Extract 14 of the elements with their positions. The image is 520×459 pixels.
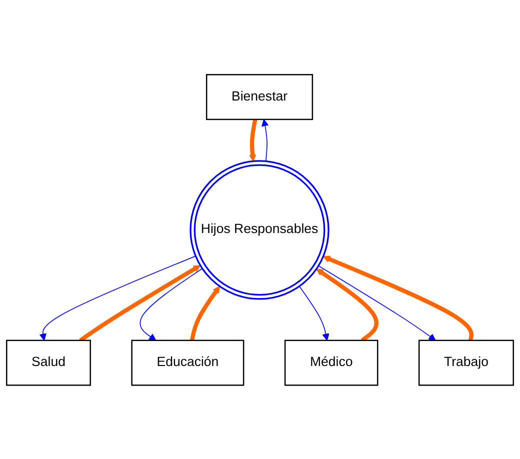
arrow xyxy=(190,286,220,340)
node-box: Médico xyxy=(284,339,378,386)
node-box: Salud xyxy=(6,339,91,386)
arrow xyxy=(298,285,330,340)
node-circle: Hijos Responsables xyxy=(190,160,330,300)
arrow xyxy=(248,118,258,162)
arrow xyxy=(262,118,269,162)
arrow xyxy=(318,264,436,340)
node-box: Trabajo xyxy=(418,339,514,386)
arrow xyxy=(39,255,196,340)
arrow xyxy=(140,268,203,340)
arrow xyxy=(322,255,474,340)
node-box: Bienestar xyxy=(206,74,314,120)
node-box: Educación xyxy=(131,339,244,386)
